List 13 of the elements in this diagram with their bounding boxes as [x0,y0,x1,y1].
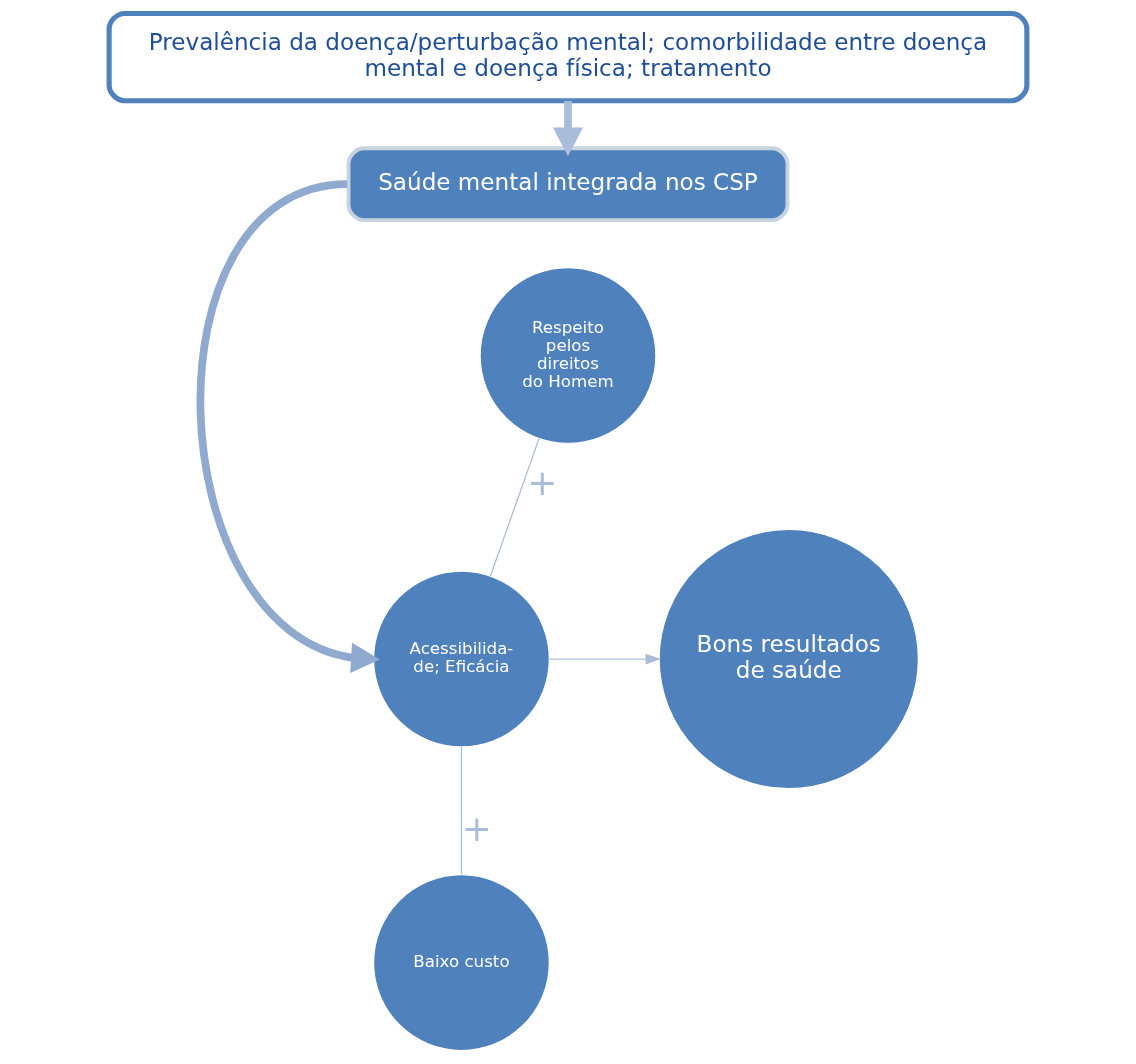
node-box: Prevalência da doença/perturbação mental; comorbilidade entre doença mental e doença física; tratamento [106,10,1030,104]
arrow [552,100,584,157]
node-circle: Respeito pelos direitos do Homem [479,266,657,445]
arrow [549,653,661,665]
node-circle: Baixo custo [372,874,551,1052]
connector [489,438,540,577]
node-circle: Bons resultados de saúde [658,528,920,790]
edge-label: + [527,462,558,504]
edge-label: + [461,807,492,849]
arrow [196,180,380,673]
node-circle: Acessibilida- de; Eficácia [372,570,551,748]
connector [460,746,463,875]
node-box: Saúde mental integrada nos CSP [346,146,790,223]
